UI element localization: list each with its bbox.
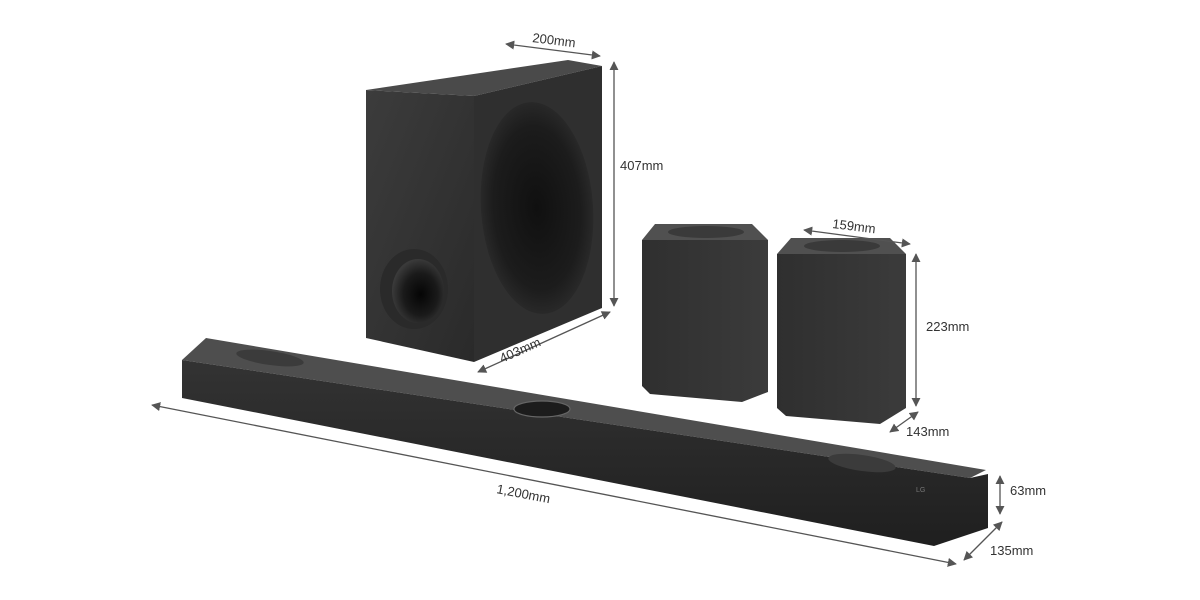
bar-height-label: 63mm <box>1010 483 1046 498</box>
sub-height-label: 407mm <box>620 158 663 173</box>
rear-left-body <box>642 240 768 402</box>
sub-depth-line <box>505 40 601 60</box>
bar-length-label: 1,200mm <box>495 481 551 506</box>
lg-logo: LG <box>916 487 925 494</box>
rear-height-label: 223mm <box>926 319 969 334</box>
rear-left-top-driver <box>668 226 744 238</box>
subwoofer <box>366 60 602 362</box>
subwoofer-top <box>366 60 602 96</box>
bar-depth-label: 135mm <box>990 543 1033 558</box>
rear-speaker-right <box>777 238 906 424</box>
bass-port <box>392 259 444 323</box>
soundbar-control-button <box>513 400 571 418</box>
dimension-lines <box>151 40 1005 567</box>
bar-depth-line <box>963 521 1003 561</box>
bar-length-line <box>151 402 957 567</box>
rear-width-label: 159mm <box>832 216 877 236</box>
rear-right-top-driver <box>804 240 880 252</box>
soundbar-left-driver <box>236 349 304 367</box>
rear-depth-label: 143mm <box>906 424 949 439</box>
sub-width-line <box>477 311 611 373</box>
rear-right-body <box>777 254 906 424</box>
rear-width-line <box>803 226 911 248</box>
sub-depth-label: 200mm <box>532 30 577 50</box>
rear-speaker-left <box>642 224 768 402</box>
woofer-cone <box>480 102 594 314</box>
